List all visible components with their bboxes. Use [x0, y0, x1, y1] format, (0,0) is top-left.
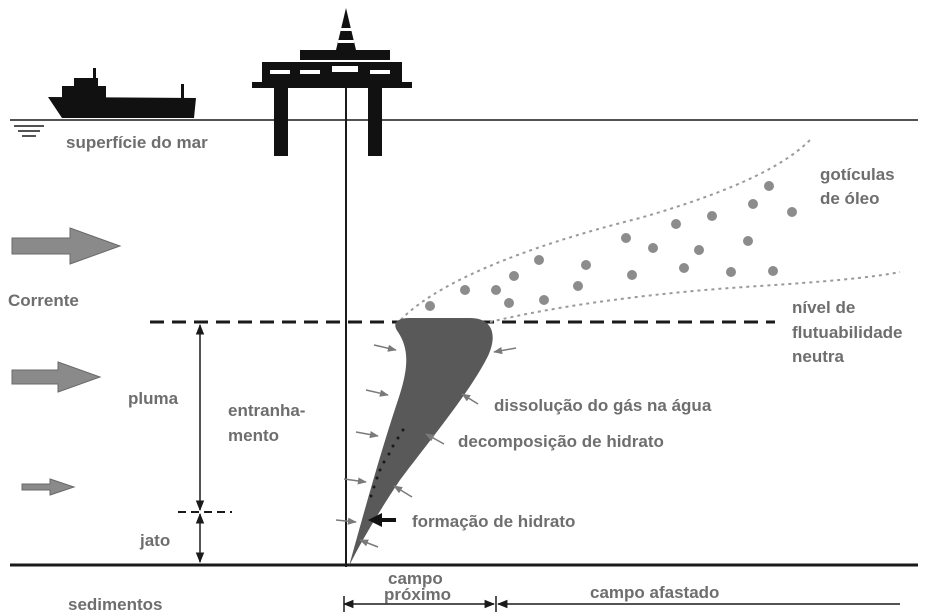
label-neutral-2: flutuabilidade — [792, 323, 903, 342]
droplet — [509, 271, 519, 281]
label-hydrate-formation: formação de hidrato — [412, 512, 575, 531]
offshore-platform-icon — [252, 8, 412, 156]
droplet-boundary-lower — [489, 271, 901, 323]
label-plume: pluma — [128, 389, 179, 408]
droplet — [648, 243, 658, 253]
label-far-field: campo afastado — [590, 583, 719, 602]
current-arrow-icon — [11, 227, 122, 265]
label-oil-droplets-2: de óleo — [820, 189, 880, 208]
droplet — [627, 270, 637, 280]
droplet — [768, 266, 778, 276]
label-oil-droplets-1: gotículas — [820, 165, 895, 184]
oil-droplets — [425, 181, 797, 311]
droplet — [425, 301, 435, 311]
hydrate-particles — [369, 428, 405, 498]
droplet — [787, 207, 797, 217]
current-arrow-icon — [21, 478, 76, 496]
label-jet: jato — [139, 531, 170, 550]
label-hydrate-decomposition: decomposição de hidrato — [458, 432, 664, 451]
droplet — [694, 245, 704, 255]
gas-plume — [349, 318, 493, 566]
ship-icon — [48, 68, 196, 118]
label-neutral-1: nível de — [792, 298, 855, 317]
droplet-boundary-upper — [395, 139, 811, 326]
label-neutral-3: neutra — [792, 347, 845, 366]
droplet — [573, 281, 583, 291]
water-surface-icon — [14, 125, 44, 137]
droplet — [726, 267, 736, 277]
droplet — [707, 211, 717, 221]
label-entrainment-1: entranha- — [228, 401, 305, 420]
droplet — [534, 255, 544, 265]
black-arrow-icon — [368, 513, 396, 527]
label-sea-surface: superfície do mar — [66, 133, 208, 152]
label-sediments: sedimentos — [68, 595, 162, 612]
label-current: Corrente — [8, 291, 79, 310]
droplet — [671, 219, 681, 229]
droplet — [743, 236, 753, 246]
droplet — [581, 260, 591, 270]
label-entrainment-2: mento — [228, 426, 279, 445]
droplet — [748, 199, 758, 209]
current-arrow-icon — [11, 361, 102, 393]
droplet — [460, 285, 470, 295]
droplet — [621, 233, 631, 243]
droplet — [491, 285, 501, 295]
label-near-field-1: campo — [388, 569, 443, 588]
droplet — [764, 181, 774, 191]
entrainment-arrows-right — [359, 347, 517, 548]
droplet — [539, 295, 549, 305]
droplet — [504, 298, 514, 308]
label-near-field-2: próximo — [384, 585, 451, 604]
label-gas-dissolution: dissolução do gás na água — [494, 396, 712, 415]
entrainment-arrows-left — [335, 344, 397, 525]
droplet — [679, 263, 689, 273]
